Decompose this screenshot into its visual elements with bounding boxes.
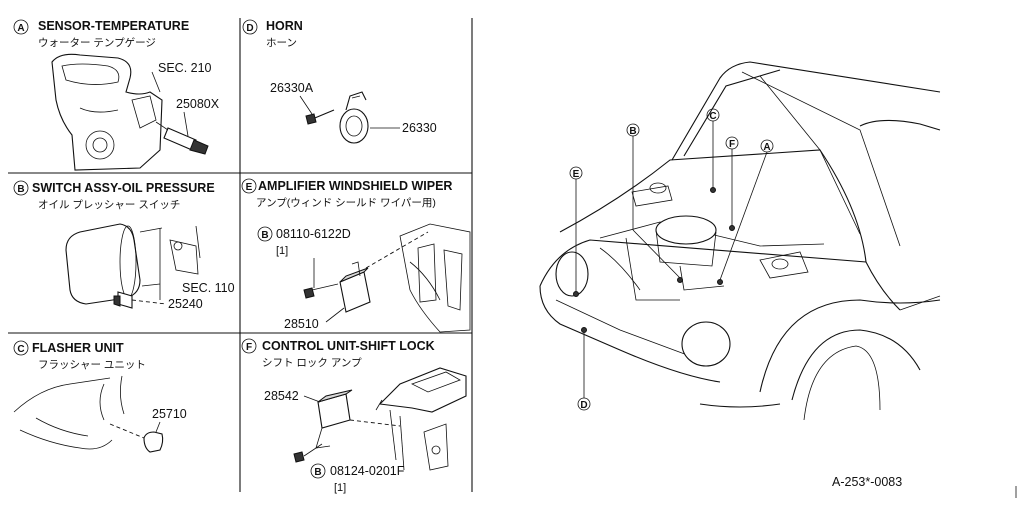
car-overview-drawing <box>539 61 941 421</box>
panel-b-title: SWITCH ASSY-OIL PRESSURE <box>32 181 215 195</box>
panel-e-label-2: [1] <box>276 245 288 257</box>
panel-e-label-3: 28510 <box>284 317 319 331</box>
engine-block-drawing <box>51 53 163 171</box>
callout-e: E <box>573 169 580 180</box>
panel-a-sensor-temperature: A SENSOR-TEMPERATURE ウォーター テンプゲージ SEC. 2… <box>13 19 220 171</box>
callout-c: C <box>709 111 716 122</box>
wiper-amplifier-unit <box>303 231 429 313</box>
callout-b: B <box>629 126 636 137</box>
panel-b-title-jp: オイル プレッシャー スイッチ <box>38 199 180 211</box>
panel-d-label-1: 26330A <box>270 81 314 95</box>
console-bracket-drawing <box>375 367 467 471</box>
panel-e-label-1: 08110-6122D <box>276 227 351 241</box>
panel-e-wiper-amplifier: E AMPLIFIER WINDSHIELD WIPER アンプ(ウィンド シー… <box>241 178 471 333</box>
panel-d-letter: D <box>246 23 253 34</box>
oil-filter-drawing <box>65 223 201 305</box>
panel-a-label-2: 25080X <box>176 97 220 111</box>
panel-b-letter: B <box>17 184 24 195</box>
panel-f-shift-lock: F CONTROL UNIT-SHIFT LOCK シフト ロック アンプ 28… <box>241 338 467 494</box>
panel-f-title: CONTROL UNIT-SHIFT LOCK <box>262 339 435 353</box>
panel-c-label-1: 25710 <box>152 407 187 421</box>
panel-d-horn: D HORN ホーン 26330A 26330 <box>242 19 437 144</box>
horn-drawing <box>305 91 369 144</box>
panel-a-letter: A <box>17 23 24 34</box>
diagram-code: A-253*-0083 <box>832 475 902 489</box>
panel-f-label-3: [1] <box>334 482 346 494</box>
panel-a-title-jp: ウォーター テンプゲージ <box>38 37 156 49</box>
dashboard-drawing <box>13 375 125 450</box>
panel-e-letter: E <box>246 182 253 193</box>
callout-a: A <box>763 142 770 153</box>
panel-f-title-jp: シフト ロック アンプ <box>262 357 362 369</box>
panel-c-letter: C <box>17 344 24 355</box>
panel-f-label-1: 28542 <box>264 389 299 403</box>
panel-f-label-2: 08124-0201F <box>330 464 405 478</box>
panel-b-label-1: SEC. 110 <box>182 281 235 295</box>
body-panel-drawing <box>399 223 471 333</box>
panel-c-flasher-unit: C FLASHER UNIT フラッシャー ユニット 25710 <box>13 340 187 453</box>
panel-c-title: FLASHER UNIT <box>32 341 124 355</box>
panel-e-bolt-letter: B <box>261 230 268 241</box>
panel-b-label-2: 25240 <box>168 297 203 311</box>
oil-pressure-switch <box>113 291 167 309</box>
panel-grid <box>8 18 473 492</box>
overview-callouts: B C F A E D <box>569 108 774 411</box>
panel-f-letter: F <box>246 342 252 353</box>
panel-c-title-jp: フラッシャー ユニット <box>38 359 146 371</box>
panel-b-oil-pressure: B SWITCH ASSY-OIL PRESSURE オイル プレッシャー スイ… <box>13 180 235 311</box>
temperature-sensor <box>155 121 209 155</box>
flasher-relay <box>109 423 164 453</box>
shift-lock-unit <box>293 389 401 463</box>
panel-d-title-jp: ホーン <box>266 37 297 49</box>
callout-d: D <box>580 400 587 411</box>
panel-f-bolt-letter: B <box>314 467 321 478</box>
panel-e-title-jp: アンプ(ウィンド シールド ワイパー用) <box>256 197 436 209</box>
panel-a-label-1: SEC. 210 <box>158 61 212 75</box>
panel-d-title: HORN <box>266 19 303 33</box>
panel-e-title: AMPLIFIER WINDSHIELD WIPER <box>258 179 452 193</box>
panel-d-label-2: 26330 <box>402 121 437 135</box>
callout-f: F <box>729 139 735 150</box>
panel-a-title: SENSOR-TEMPERATURE <box>38 19 189 33</box>
